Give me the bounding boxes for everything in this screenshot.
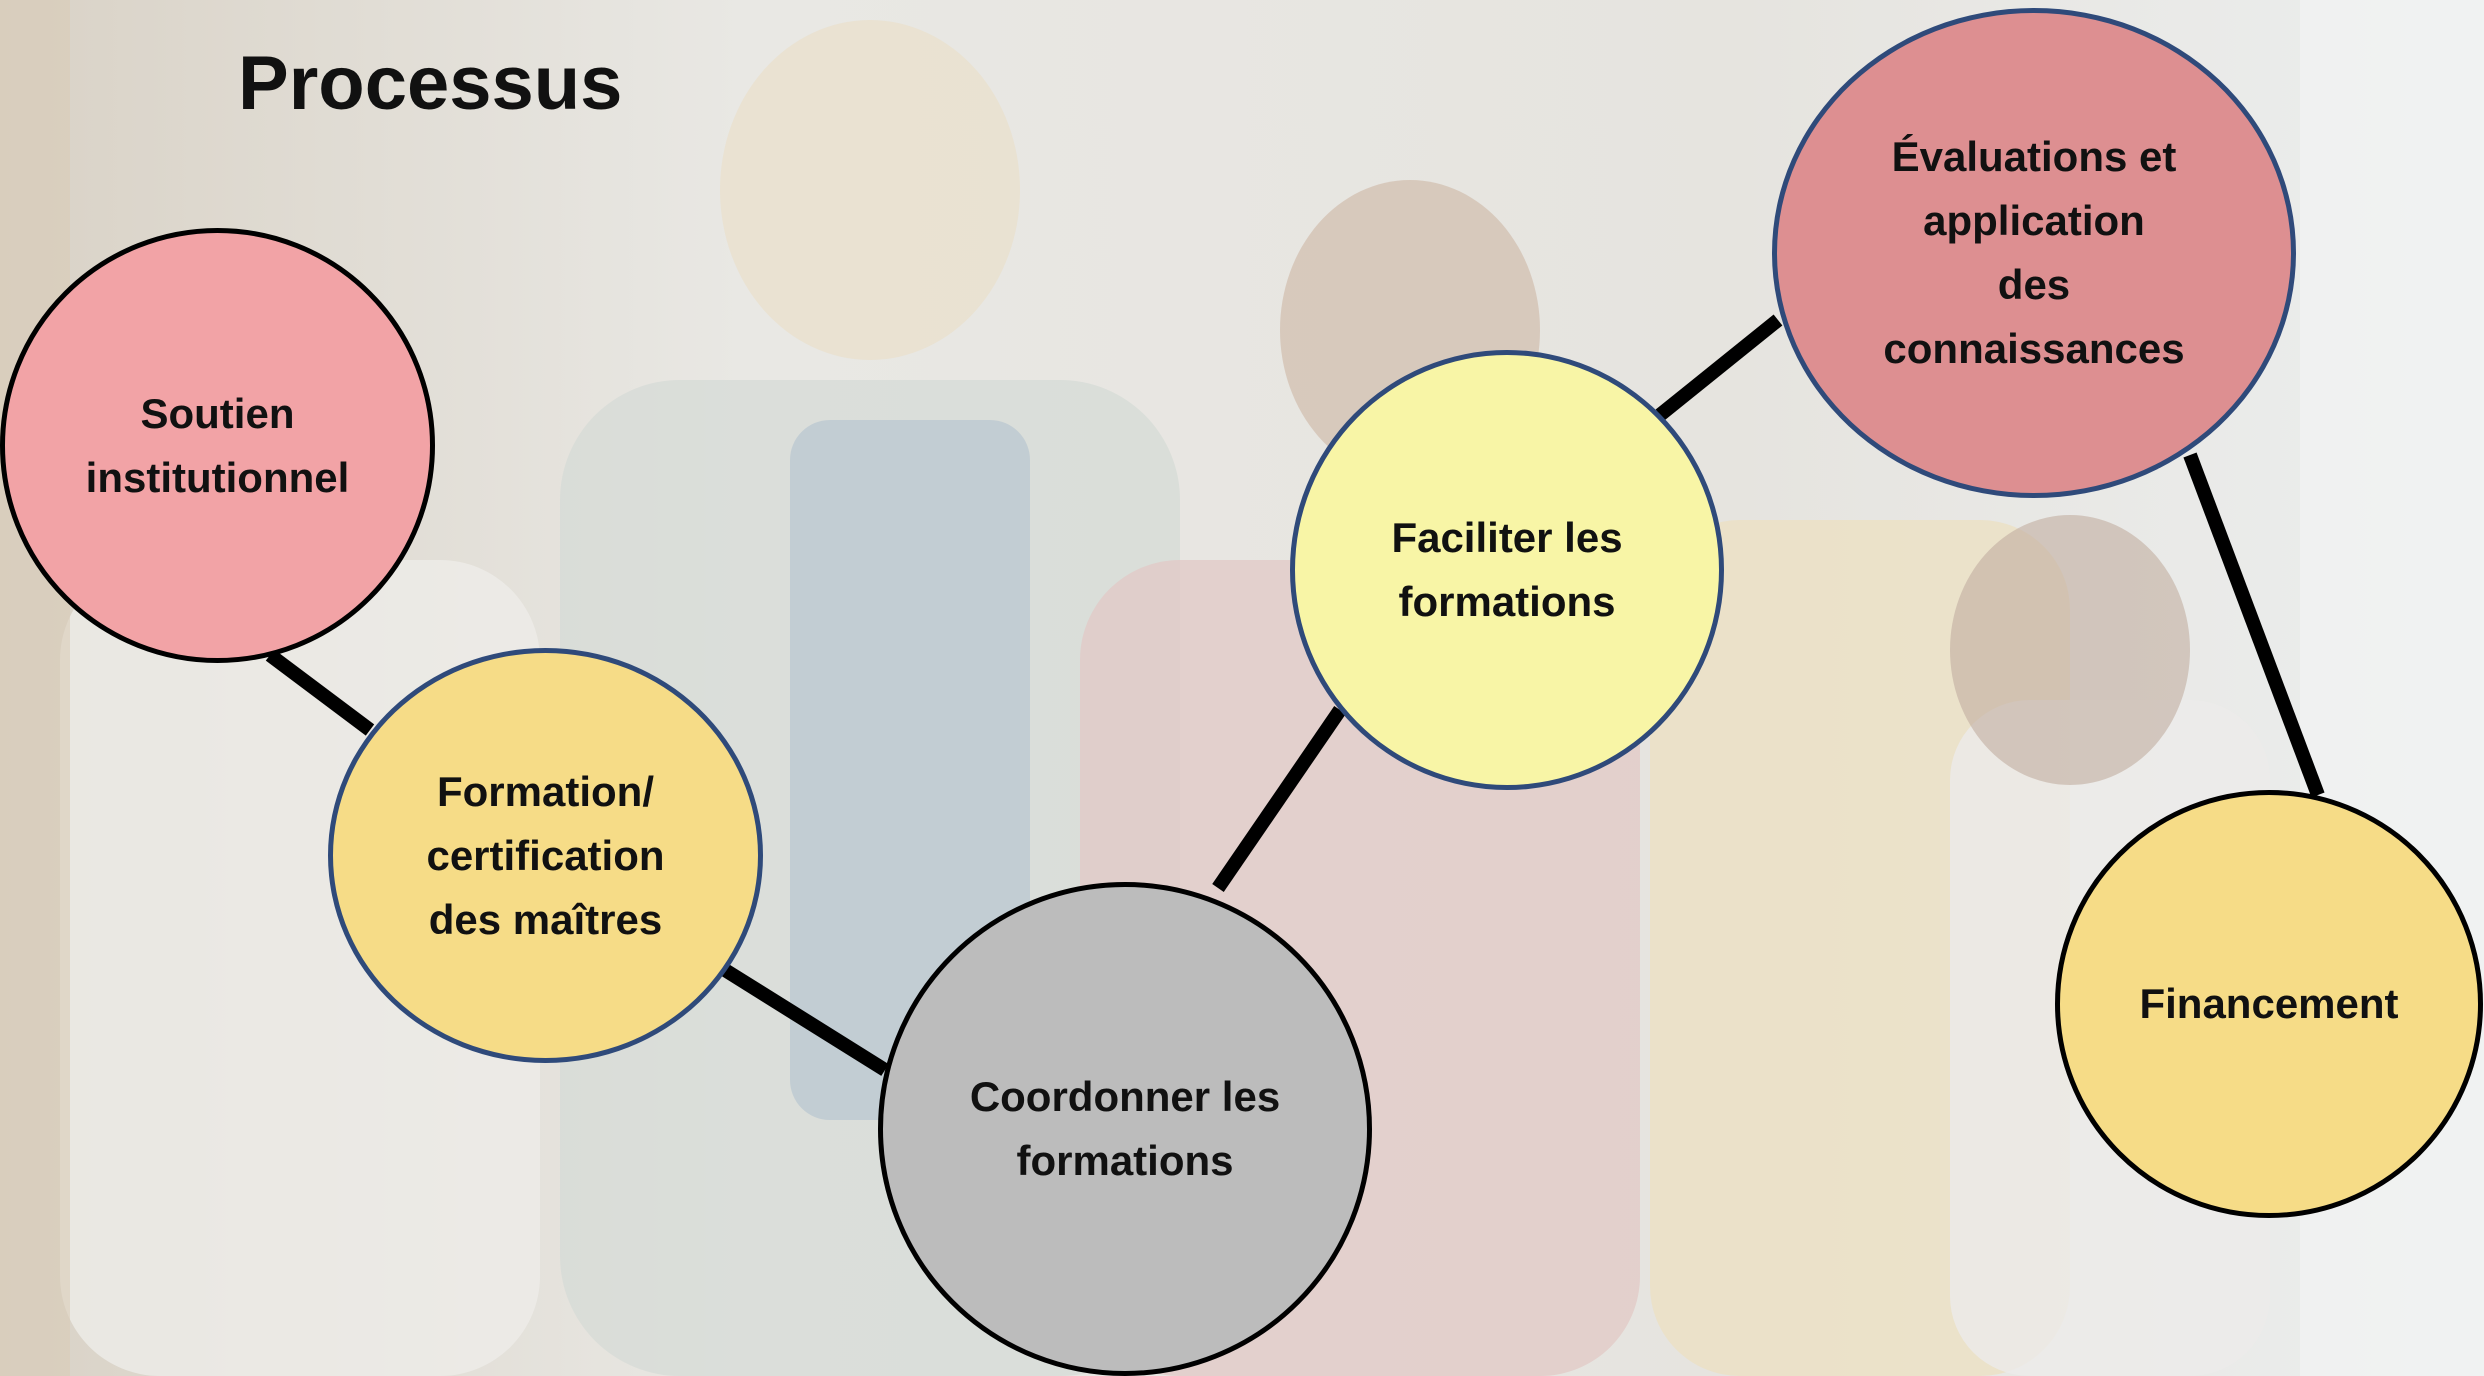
node-financement: Financement [2055,790,2483,1218]
connector-coordonner-faciliter [1212,706,1346,892]
node-label: Formation/ certification des maîtres [426,767,665,943]
connector-faciliter-evaluations [1655,314,1783,421]
node-coordonner-formations: Coordonner les formations [878,882,1372,1376]
connector-formation-coordonner [721,964,889,1076]
node-faciliter-formations: Faciliter les formations [1290,350,1724,790]
node-soutien-institutionnel: Soutien institutionnel [0,228,435,663]
node-label: Financement [2139,980,2399,1027]
node-evaluations-connaissances: Évaluations et application des connaissa… [1772,8,2296,498]
node-label: Faciliter les formations [1391,514,1623,625]
node-formation-certification: Formation/ certification des maîtres [328,648,763,1063]
node-label: Coordonner les formations [969,1073,1281,1184]
node-label: Soutien institutionnel [85,389,350,501]
connector-evaluations-financement [2183,452,2325,798]
page-title: Processus [238,41,623,126]
node-label: Évaluations et application des connaissa… [1883,133,2185,372]
connector-soutien-formation [265,649,375,736]
